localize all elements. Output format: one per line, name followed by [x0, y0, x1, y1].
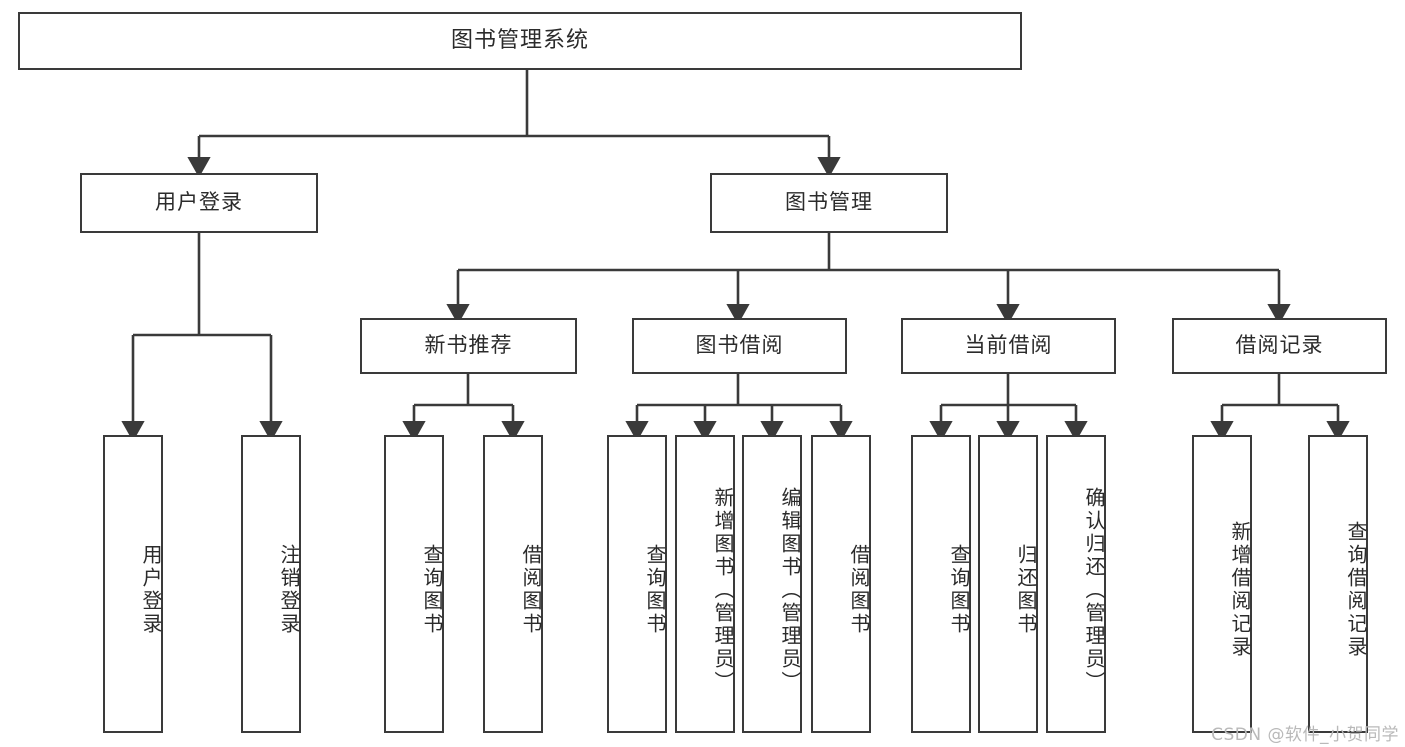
node-label: 查询图书	[643, 544, 667, 636]
leaf-logout-login[interactable]: 注销登录	[241, 435, 301, 733]
node-user-login[interactable]: 用户登录	[80, 173, 318, 233]
node-label: 查询图书	[420, 544, 444, 636]
node-label: 注销登录	[277, 544, 301, 636]
node-label: 确认归还（管理员）	[1082, 486, 1106, 694]
leaf-query-book-borrow[interactable]: 查询图书	[607, 435, 667, 733]
leaf-query-borrow-record[interactable]: 查询借阅记录	[1308, 435, 1368, 733]
node-label: 查询借阅记录	[1344, 521, 1368, 659]
node-label: 查询图书	[947, 544, 971, 636]
leaf-query-book-recommend[interactable]: 查询图书	[384, 435, 444, 733]
leaf-return-book[interactable]: 归还图书	[978, 435, 1038, 733]
node-label: 新增图书（管理员）	[711, 486, 735, 694]
node-label: 用户登录	[155, 190, 243, 215]
leaf-borrow-book-recommend[interactable]: 借阅图书	[483, 435, 543, 733]
node-label: 图书管理系统	[450, 27, 589, 53]
node-book-borrow[interactable]: 图书借阅	[632, 318, 847, 374]
leaf-add-borrow-record[interactable]: 新增借阅记录	[1192, 435, 1252, 733]
node-borrow-record[interactable]: 借阅记录	[1172, 318, 1387, 374]
leaf-edit-book[interactable]: 编辑图书（管理员）	[742, 435, 802, 733]
node-root-book-management-system[interactable]: 图书管理系统	[18, 12, 1022, 70]
node-label: 当前借阅	[964, 333, 1053, 358]
node-book-management[interactable]: 图书管理	[710, 173, 948, 233]
node-label: 图书借阅	[695, 333, 784, 358]
node-current-borrow[interactable]: 当前借阅	[901, 318, 1116, 374]
leaf-user-login[interactable]: 用户登录	[103, 435, 163, 733]
node-label: 用户登录	[139, 544, 163, 636]
node-label: 新增借阅记录	[1228, 521, 1252, 659]
node-label: 图书管理	[785, 190, 873, 215]
node-label: 编辑图书（管理员）	[778, 486, 802, 694]
leaf-borrow-book[interactable]: 借阅图书	[811, 435, 871, 733]
node-label: 归还图书	[1014, 544, 1038, 636]
node-new-book-recommend[interactable]: 新书推荐	[360, 318, 577, 374]
node-label: 新书推荐	[424, 333, 513, 358]
node-label: 借阅图书	[847, 544, 871, 636]
leaf-query-book-current[interactable]: 查询图书	[911, 435, 971, 733]
leaf-add-book[interactable]: 新增图书（管理员）	[675, 435, 735, 733]
leaf-confirm-return[interactable]: 确认归还（管理员）	[1046, 435, 1106, 733]
csdn-watermark: CSDN @软件_小贺同学	[1211, 725, 1399, 745]
node-label: 借阅记录	[1235, 333, 1324, 358]
node-label: 借阅图书	[519, 544, 543, 636]
